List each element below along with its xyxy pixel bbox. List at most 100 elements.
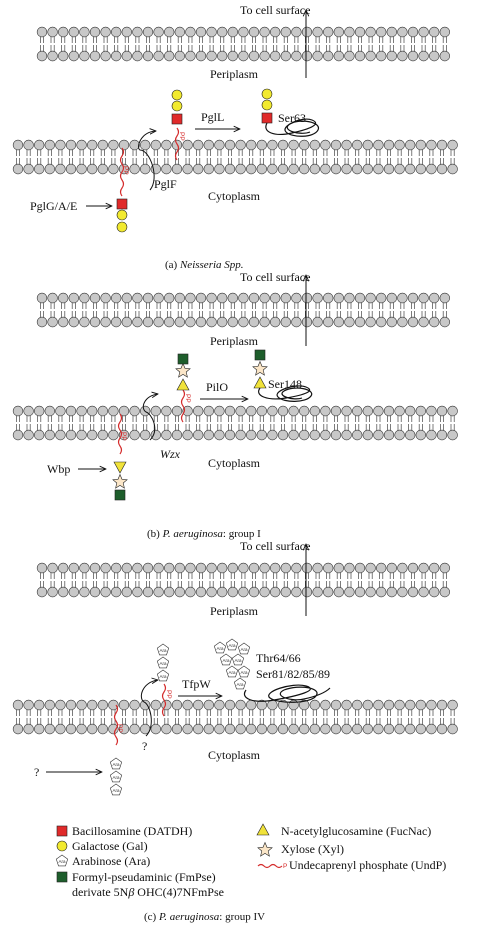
periplasm-label: Periplasm [210,334,259,348]
lipid-head [153,586,164,598]
lipid-head [23,163,34,175]
lipid-head [397,292,408,304]
lipid-head [23,139,34,151]
outer-membrane [36,26,450,62]
lipid-head [100,26,111,38]
lipid-tails [262,302,267,318]
undp-anchor [119,147,125,197]
lipid-head [383,163,395,175]
lipid-tails [90,149,95,165]
lipid-head [23,699,34,711]
lipid-head [383,139,395,151]
arabinose-pentagon: Ara [219,653,233,666]
lipid-tails [175,415,179,431]
lipid-head [44,139,55,151]
lipid-head [436,429,448,441]
lipid-head [407,26,419,38]
lipid-head [320,163,331,175]
lipid-head [121,50,133,62]
lipid-head [121,316,133,328]
lipid-tails [323,149,328,165]
lipid-tails [206,149,211,165]
periplasm-label: Periplasm [210,67,259,81]
panel-a: To cell surface Periplasm Cytoplasm PP P… [12,3,458,271]
lipid-head [386,562,397,574]
cytoplasm-label: Cytoplasm [208,189,261,203]
lipid-head [246,723,257,735]
lipid-head [89,26,101,38]
lipid-head [235,429,246,441]
lipid-head [185,586,196,598]
lipid-head [354,50,366,62]
lipid-head [68,26,80,38]
lipid-head [280,50,291,62]
lipid-tails [312,149,317,165]
lipid-tails [302,415,307,431]
lipid-tails [164,415,169,431]
lipid-head [47,562,58,574]
lipid-head [164,26,175,38]
lipid-head [76,139,87,151]
lipid-head [195,50,207,62]
arabinose-shape [109,770,123,783]
lipid-head [323,316,334,328]
pilin-protein [243,684,331,703]
arabinose-pentagon: Ara [237,642,251,655]
lipid-head [344,50,355,62]
lipid-head [246,429,257,441]
lipid-head [277,139,289,151]
lipid-head [312,586,323,598]
lipid-head [246,139,257,151]
arabinose-pentagon: Ara [231,653,245,666]
lipid-tails [61,36,66,52]
lipid-head [365,316,376,328]
lipid-head [330,723,342,735]
lipid-tails [50,302,55,318]
lipid-tails [270,149,275,165]
lipid-head [100,586,111,598]
arabinose-glyph-label: Ara [228,670,236,675]
lipid-tails [305,36,309,52]
legend-xylose-swatch [257,841,273,857]
lipid-tails [305,302,309,318]
lipid-head [405,723,416,735]
lipid-head [373,139,384,151]
lipid-head [352,405,363,417]
lipid-head [12,163,24,175]
lipid-head [333,26,344,38]
lipid-head [365,26,376,38]
lipid-tails [440,709,444,725]
undp-anchor [180,389,186,423]
lipid-head [373,723,384,735]
lipid-tails [228,149,232,165]
lipid-tails [262,572,267,588]
arabinose-shape [156,669,170,682]
lipid-head [312,562,323,574]
lipid-head [100,562,111,574]
lipid-tails [124,302,129,318]
arabinose-pentagon: Ara [233,677,247,690]
legend-fmpse-label: Formyl-pseudaminic (FmPse) [72,870,216,884]
lipid-head [33,139,45,151]
lipid-tails [315,302,320,318]
lipid-head [171,163,183,175]
lipid-head [68,292,80,304]
lipid-head [418,50,429,62]
lipid-head [330,429,342,441]
lipid-head [238,316,249,328]
lipid-tails [418,149,423,165]
lipid-tails [111,149,116,165]
lipid-head [110,292,122,304]
lipid-head [397,562,408,574]
lipid-tails [376,709,381,725]
lipid-head [76,699,87,711]
lipid-tails [273,302,278,318]
lipid-head [23,429,34,441]
lipid-head [418,562,429,574]
lipid-tails [259,149,264,165]
lipid-head [362,723,373,735]
lipid-head [256,405,267,417]
legend: Bacillosamine (DATDH) Galactose (Gal) Ar… [55,823,446,923]
lipid-head [397,316,408,328]
lipid-tails [177,302,182,318]
